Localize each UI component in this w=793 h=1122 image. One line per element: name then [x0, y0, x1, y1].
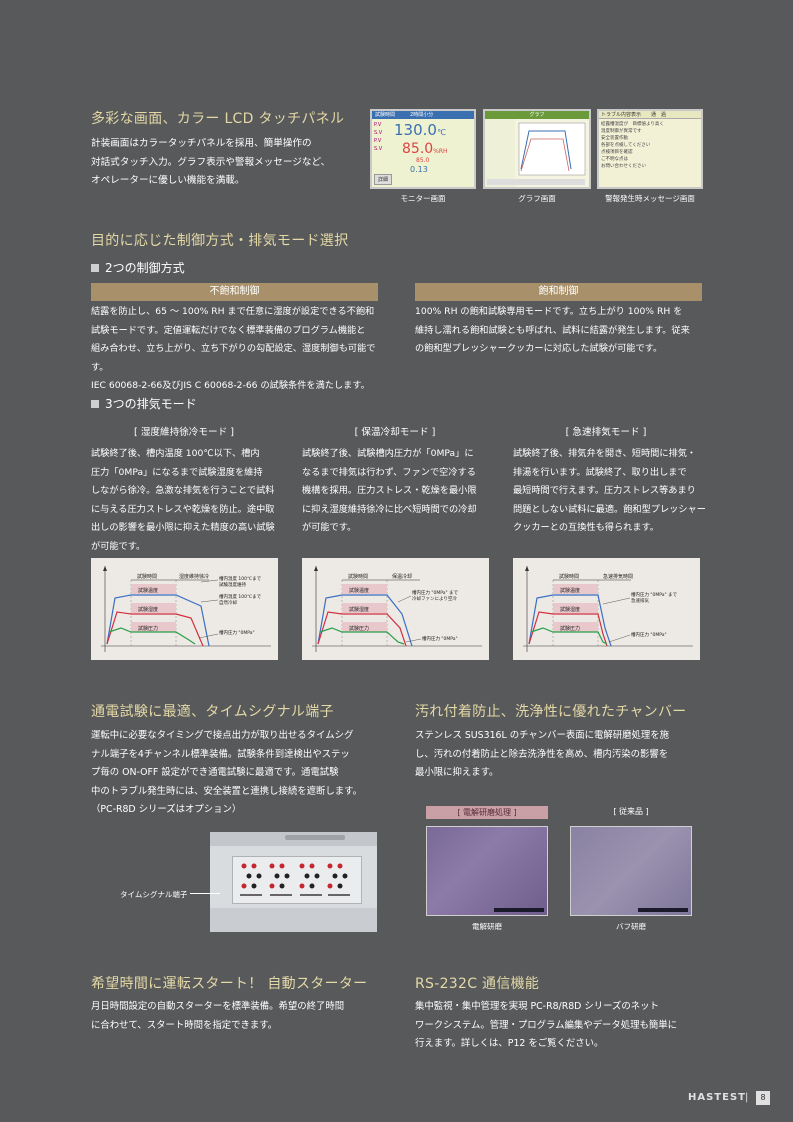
exhaust-mode-3-body: 試験終了後、排気弁を開き、短時間に排気・ 排湯を行います。試験終了、取り出しまで… — [513, 448, 706, 533]
alarm-caption: 警報発生時メッセージ画面 — [605, 194, 695, 203]
d2-n2: 冷却ファンにより空冷 — [412, 595, 457, 602]
exhaust-diagram-1: 試験時間 湿度維持徐冷 試験温度 試験湿度 試験圧力 槽内温度 100℃まで 試… — [91, 558, 278, 660]
exhaust-diagram-2: 試験時間 保温冷却 試験温度 試験湿度 試験圧力 槽内圧力 "0MPa" まで … — [302, 558, 489, 660]
exhaust-mode-1-body: 試験終了後、槽内温度 100℃以下、槽内 圧力「0MPa」になるまで試験湿度を維… — [91, 448, 275, 552]
graph-caption: グラフ画面 — [518, 194, 556, 203]
exhaust-mode-3-label: [ 急速排気モード ] — [565, 427, 647, 438]
d1-n5: 槽内圧力 "0MPa" — [219, 629, 255, 636]
footer-brand: HASTEST — [688, 1092, 746, 1103]
graph-screen: グラフ — [483, 109, 591, 189]
d2-n1: 槽内圧力 "0MPa" まで — [412, 589, 459, 596]
unsaturated-body: 結露を防止し、65 ～ 100% RH まで任意に湿度が設定できる不飽和 試験モ… — [91, 306, 376, 391]
d3-n5: 槽内圧力 "0MPa" — [631, 631, 667, 638]
exhaust-mode-1-label: [ 湿度維持徐冷モード ] — [134, 427, 234, 438]
d1-top: 試験時間 — [137, 573, 157, 580]
callout-line — [190, 893, 220, 894]
detail-button: 詳細 — [374, 174, 393, 185]
section5-title: 希望時間に運転スタート！ 自動スターター — [91, 976, 368, 992]
monitor-caption: モニター画面 — [400, 194, 446, 203]
d1-n2: 試験湿度維持 — [219, 581, 246, 588]
section6-title: RS-232C 通信機能 — [415, 976, 540, 992]
d3-l2: 試験湿度 — [560, 606, 580, 613]
section3-title: 通電試験に最適、タイムシグナル端子 — [91, 704, 334, 720]
page-number: 8 — [756, 1091, 770, 1105]
section6-body: 集中監視・集中管理を実現 PC-R8/R8D シリーズのネット ワークシステム。… — [415, 1001, 677, 1049]
electropolish-photo — [426, 826, 548, 916]
d2-l1: 試験温度 — [349, 587, 369, 594]
d1-n4: 自然冷却 — [219, 599, 237, 606]
unsaturated-label: 不飽和制御 — [91, 283, 378, 301]
conventional-label: [ 従来品 ] — [613, 807, 649, 816]
section4-title: 汚れ付着防止、洗浄性に優れたチャンバー — [415, 704, 687, 720]
section2-title: 目的に応じた制御方式・排気モード選択 — [91, 233, 349, 249]
d3-l1: 試験温度 — [560, 587, 580, 594]
d1-l1: 試験温度 — [138, 587, 158, 594]
d3-top: 試験時間 — [559, 573, 579, 580]
control-subtitle: 2つの制御方式 — [91, 259, 185, 276]
footer-separator: | — [745, 1092, 750, 1103]
d2-top: 試験時間 — [348, 573, 368, 580]
d3-l3: 試験圧力 — [560, 625, 580, 632]
electropolish-label: [ 電解研磨処理 ] — [426, 806, 548, 819]
section1-body: 計装画面はカラータッチパネルを採用、簡単操作の 対話式タッチ入力。グラフ表示や警… — [91, 138, 331, 186]
graph-plot — [485, 119, 586, 187]
d2-l2: 試験湿度 — [349, 606, 369, 613]
section5-body: 月日時間設定の自動スターターを標準装備。希望の終了時間 に合わせて、スタート時間… — [91, 1001, 345, 1031]
section4-body: ステンレス SUS316L のチャンバー表面に電解研磨処理を施 し、汚れの付着防… — [415, 730, 669, 778]
exhaust-mode-2-body: 試験終了後、試験槽内圧力が「0MPa」に なるまで排気は行わず、ファンで空冷する… — [302, 448, 477, 533]
d3-n1: 槽内圧力 "0MPa" まで — [631, 591, 678, 598]
d1-l2: 試験湿度 — [138, 606, 158, 613]
saturated-body: 100% RH の飽和試験専用モードです。立ち上がり 100% RH を 維持し… — [415, 306, 690, 354]
terminal-callout: タイムシグナル端子 — [120, 890, 188, 899]
alarm-screen: トラブル内容表示 通 過 結露槽温度が 目標値より高く 温度制御が異常です 安全… — [597, 109, 703, 189]
buff-photo — [570, 826, 692, 916]
electropolish-caption: 電解研磨 — [472, 922, 502, 931]
exhaust-diagram-3: 試験時間 急速排気時間 試験温度 試験湿度 試験圧力 槽内圧力 "0MPa" ま… — [513, 558, 700, 660]
d1-top2: 湿度維持徐冷 — [179, 573, 209, 580]
d3-n2: 急速排気 — [631, 597, 649, 604]
exhaust-subtitle: 3つの排気モード — [91, 395, 197, 412]
d2-n5: 槽内圧力 "0MPa" — [422, 635, 458, 642]
terminal-photo — [210, 832, 377, 932]
d2-l3: 試験圧力 — [349, 625, 369, 632]
d3-top2: 急速排気時間 — [603, 573, 633, 580]
section1-title: 多彩な画面、カラー LCD タッチパネル — [91, 111, 345, 127]
exhaust-mode-2-label: [ 保温冷却モード ] — [354, 427, 436, 438]
d1-n1: 槽内温度 100℃まで — [219, 575, 262, 582]
d1-l3: 試験圧力 — [138, 625, 158, 632]
d1-n3: 槽内温度 100℃まで — [219, 593, 262, 600]
section3-body: 運転中に必要なタイミングで接点出力が取り出せるタイムシグ ナル端子を4チャンネル… — [91, 730, 362, 815]
buff-caption: バフ研磨 — [616, 922, 646, 931]
d2-top2: 保温冷却 — [392, 573, 412, 580]
saturated-label: 飽和制御 — [415, 283, 702, 301]
